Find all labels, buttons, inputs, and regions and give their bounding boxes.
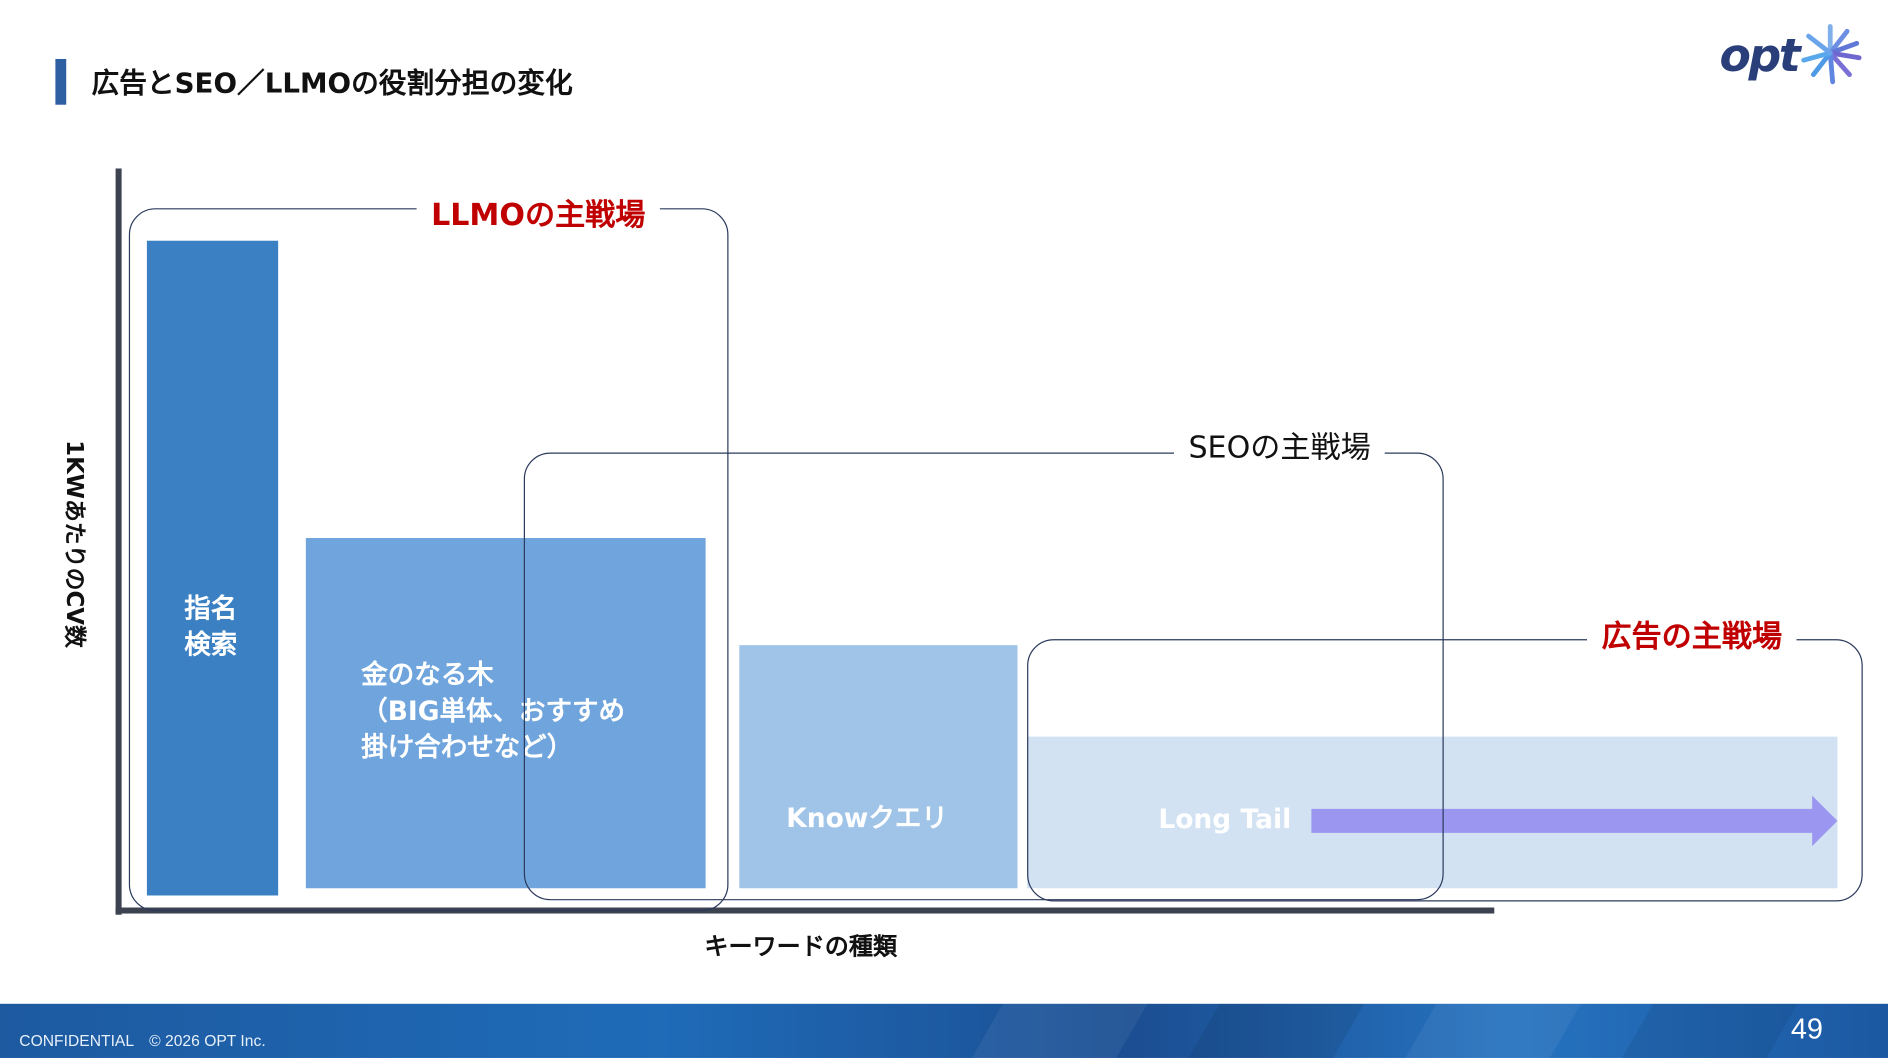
block-know-query: Knowクエリ: [739, 645, 1018, 889]
block-label-know-query: Knowクエリ: [786, 804, 948, 835]
footer-facet: [971, 1003, 1148, 1058]
block-cash-cow: 金のなる木 （BIG単体、おすすめ 掛け合わせなど）: [305, 538, 706, 889]
block-label-long-tail: Long Tail: [1158, 805, 1292, 836]
page-title: 広告とSEO／LLMOの役割分担の変化: [91, 68, 573, 100]
footer-bar: CONFIDENTIAL © 2026 OPT Inc. 49: [0, 1003, 1888, 1058]
block-label-branded-search: 指名 検索: [184, 594, 238, 661]
ad-zone-frame: [1027, 639, 1863, 902]
seo-zone-frame: [523, 452, 1444, 901]
block-label-cash-cow: 金のなる木 （BIG単体、おすすめ 掛け合わせなど）: [361, 660, 625, 764]
ad-zone-label: 広告の主戦場: [1587, 616, 1797, 658]
y-axis-label: 1KWあたりのCV数: [60, 440, 88, 648]
company-logo: opt: [1719, 22, 1870, 89]
title-accent-bar: [55, 58, 67, 105]
page-number: 49: [1790, 1013, 1824, 1046]
x-axis-line: [115, 907, 1495, 914]
footer-facet: [1188, 1003, 1365, 1058]
x-axis-label: キーワードの種類: [704, 931, 898, 961]
logo-wordmark: opt: [1719, 28, 1800, 82]
footer-facet: [1405, 1003, 1581, 1058]
confidential-notice: CONFIDENTIAL © 2026 OPT Inc.: [19, 1031, 266, 1050]
llmo-zone-label: LLMOの主戦場: [416, 194, 660, 236]
y-axis-line: [115, 168, 122, 915]
block-branded-search: 指名 検索: [146, 240, 279, 896]
seo-zone-label: SEOの主戦場: [1173, 427, 1386, 469]
logo-burst-icon: [1801, 24, 1862, 85]
long-tail-arrow: [1311, 795, 1838, 847]
footer-facet: [1621, 1003, 1798, 1058]
